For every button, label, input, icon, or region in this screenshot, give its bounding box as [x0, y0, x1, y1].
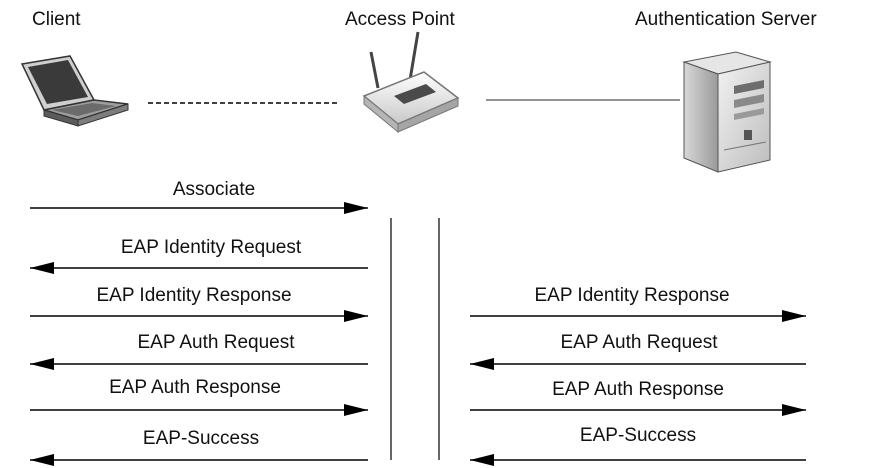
message-label: EAP Identity Response — [96, 285, 292, 306]
message-label: EAP-Success — [142, 428, 260, 449]
wireless-router-icon — [362, 31, 460, 134]
message-label: EAP Auth Request — [560, 332, 718, 353]
server-tower-icon — [682, 51, 772, 173]
laptop-icon — [20, 55, 129, 127]
message-label: EAP Auth Response — [552, 379, 724, 400]
message-label: EAP Auth Request — [137, 332, 295, 353]
server-title: Authentication Server — [635, 9, 817, 30]
message-label: EAP Auth Response — [109, 377, 281, 398]
message-label: EAP Identity Response — [534, 285, 730, 306]
client-title: Client — [32, 9, 81, 30]
message-label: EAP Identity Request — [120, 237, 302, 258]
message-label: EAP-Success — [579, 425, 697, 446]
access-point-title: Access Point — [345, 9, 455, 30]
message-label: Associate — [172, 179, 256, 200]
